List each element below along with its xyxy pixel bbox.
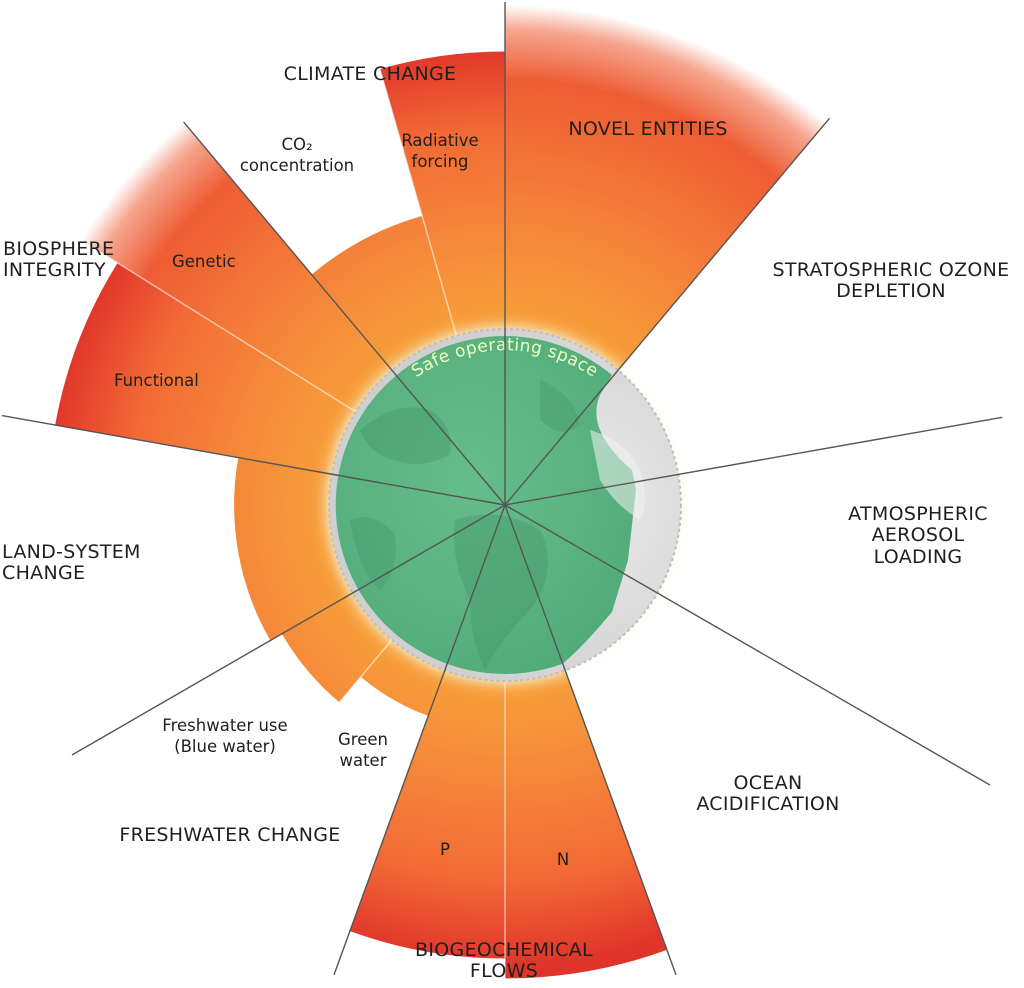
label-nitrogen: N [556, 850, 570, 869]
label-freshwater-change: FRESHWATER CHANGE [119, 824, 341, 846]
label-radiative-forcing: Radiative forcing [401, 131, 479, 171]
label-green-water: Green water [338, 730, 388, 770]
divider-line [504, 504, 677, 976]
label-co2-concentration: CO₂ concentration [239, 135, 355, 175]
label-ocean-acidification: OCEAN ACIDIFICATION [696, 772, 840, 816]
boundary-divider-lines [1, 2, 1003, 976]
label-land-system-change: LAND-SYSTEM CHANGE [2, 541, 141, 585]
label-stratospheric-ozone: STRATOSPHERIC OZONE DEPLETION [772, 259, 1010, 303]
label-functional: Functional [114, 371, 199, 390]
divider-line [71, 504, 506, 756]
label-biosphere-integrity: BIOSPHERE INTEGRITY [3, 238, 115, 282]
label-biogeochemical-flows: BIOGEOCHEMICAL FLOWS [415, 939, 593, 983]
divider-line [1, 414, 506, 506]
divider-line [504, 416, 1003, 506]
divider-line [183, 121, 506, 506]
label-climate-change: CLIMATE CHANGE [283, 63, 457, 85]
divider-line [504, 504, 991, 786]
label-phosphorus: P [440, 840, 450, 859]
label-blue-water: Freshwater use (Blue water) [162, 716, 288, 756]
label-genetic: Genetic [172, 252, 236, 271]
label-novel-entities: NOVEL ENTITIES [568, 118, 728, 140]
divider-line [504, 117, 831, 506]
safe-operating-space-globe [335, 335, 645, 674]
divider-line [333, 504, 506, 976]
label-atmospheric-aerosol: ATMOSPHERIC AEROSOL LOADING [848, 503, 988, 568]
